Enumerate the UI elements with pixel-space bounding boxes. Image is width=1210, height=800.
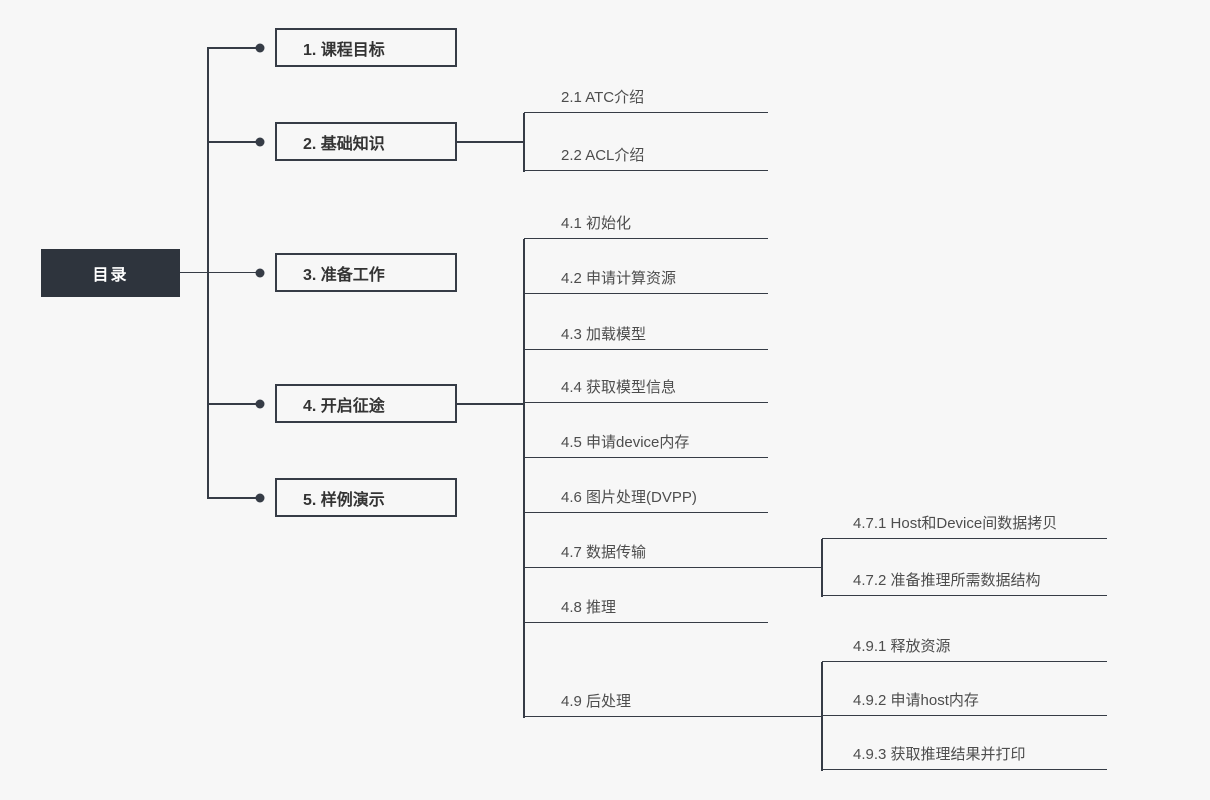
leaf-node-4-2-label: 4.2 申请计算资源: [561, 270, 677, 287]
leaf-node-4-7-1[interactable]: 4.7.1 Host和Device间数据拷贝: [822, 507, 1107, 539]
branch-node-1[interactable]: 1. 课程目标: [275, 28, 457, 67]
leaf-node-4-3-label: 4.3 加载模型: [561, 326, 647, 343]
branch-node-3-label: 3. 准备工作: [303, 266, 385, 284]
branch-dot-1[interactable]: [255, 43, 265, 52]
branch-node-3[interactable]: 3. 准备工作: [275, 253, 457, 292]
branch-node-4[interactable]: 4. 开启征途: [275, 384, 457, 423]
connector-root-to-branch-3: [180, 271, 256, 273]
branch-node-4-label: 4. 开启征途: [303, 397, 385, 415]
connector-branch-2: [207, 141, 256, 143]
leaf-node-2-2-label: 2.2 ACL介绍: [561, 147, 645, 164]
leaf-node-4-9-3-label: 4.9.3 获取推理结果并打印: [853, 746, 1026, 763]
root-node[interactable]: 目录: [41, 249, 180, 297]
leaf-node-4-1-label: 4.1 初始化: [561, 215, 632, 232]
branch-dot-4[interactable]: [255, 399, 265, 408]
leaf-node-4-3[interactable]: 4.3 加载模型: [524, 318, 768, 350]
leaf-node-4-5[interactable]: 4.5 申请device内存: [524, 426, 768, 458]
leaf-node-4-4[interactable]: 4.4 获取模型信息: [524, 371, 768, 403]
connector-branch-2-children: [456, 141, 524, 143]
leaf-node-4-8[interactable]: 4.8 推理: [524, 591, 768, 623]
leaf-node-4-9-1[interactable]: 4.9.1 释放资源: [822, 630, 1107, 662]
leaf-node-4-7-1-label: 4.7.1 Host和Device间数据拷贝: [853, 515, 1058, 532]
leaf-node-4-7-2-label: 4.7.2 准备推理所需数据结构: [853, 572, 1041, 589]
branch-dot-3[interactable]: [255, 268, 265, 277]
leaf-node-4-9-2[interactable]: 4.9.2 申请host内存: [822, 684, 1107, 716]
leaf-node-4-6-label: 4.6 图片处理(DVPP): [561, 489, 697, 506]
leaf-node-4-8-label: 4.8 推理: [561, 599, 617, 616]
branch-node-5-label: 5. 样例演示: [303, 491, 385, 509]
branch-node-2-label: 2. 基础知识: [303, 135, 385, 153]
branch-dot-2[interactable]: [255, 137, 265, 146]
leaf-node-4-7-2[interactable]: 4.7.2 准备推理所需数据结构: [822, 564, 1107, 596]
leaf-node-4-9-2-label: 4.9.2 申请host内存: [853, 692, 979, 709]
connector-branch-4-children: [456, 403, 524, 405]
leaf-node-4-4-label: 4.4 获取模型信息: [561, 379, 677, 396]
leaf-node-4-6[interactable]: 4.6 图片处理(DVPP): [524, 481, 768, 513]
connector-branch-4: [207, 403, 256, 405]
branch-node-5[interactable]: 5. 样例演示: [275, 478, 457, 517]
leaf-node-4-9-1-label: 4.9.1 释放资源: [853, 638, 951, 655]
bracket-branch-4: [523, 239, 525, 718]
leaf-node-2-2[interactable]: 2.2 ACL介绍: [524, 139, 768, 171]
bracket-topic-4-7: [821, 539, 823, 597]
leaf-node-2-1[interactable]: 2.1 ATC介绍: [524, 81, 768, 113]
leaf-node-4-7[interactable]: 4.7 数据传输: [524, 536, 822, 568]
root-node-label: 目录: [92, 267, 129, 284]
bracket-branch-2: [523, 113, 525, 172]
leaf-node-4-1[interactable]: 4.1 初始化: [524, 207, 768, 239]
leaf-node-4-9[interactable]: 4.9 后处理: [524, 685, 822, 717]
leaf-node-4-7-label: 4.7 数据传输: [561, 544, 647, 561]
connector-branch-1: [207, 47, 256, 49]
leaf-node-4-9-label: 4.9 后处理: [561, 693, 632, 710]
branch-node-1-label: 1. 课程目标: [303, 41, 385, 59]
branch-node-2[interactable]: 2. 基础知识: [275, 122, 457, 161]
leaf-node-4-2[interactable]: 4.2 申请计算资源: [524, 262, 768, 294]
leaf-node-4-5-label: 4.5 申请device内存: [561, 434, 690, 451]
leaf-node-4-9-3[interactable]: 4.9.3 获取推理结果并打印: [822, 738, 1107, 770]
leaf-node-2-1-label: 2.1 ATC介绍: [561, 89, 645, 106]
branch-dot-5[interactable]: [255, 493, 265, 502]
connector-branch-5: [207, 497, 256, 499]
